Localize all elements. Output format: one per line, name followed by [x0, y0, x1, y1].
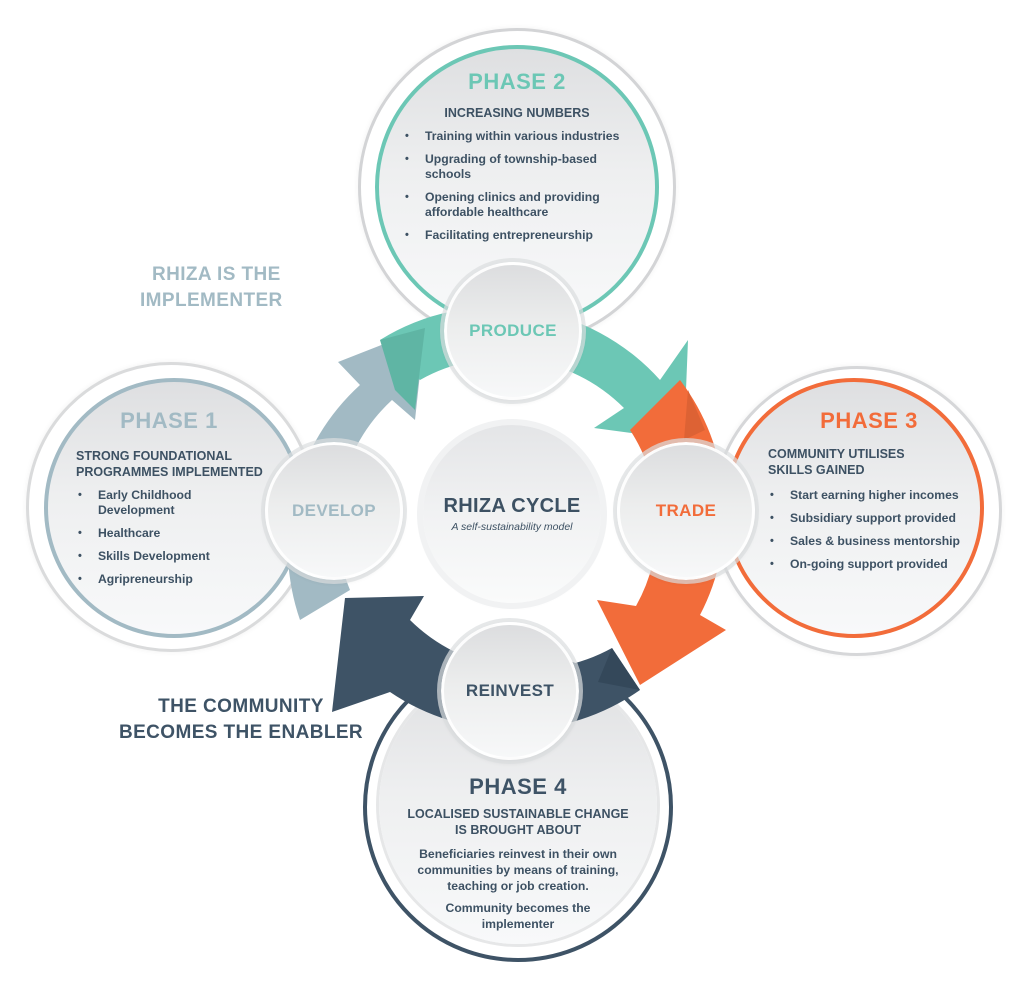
arrow-produce-shade: [380, 328, 425, 410]
phase2-list: Training within various industries Upgra…: [403, 129, 635, 243]
label-rhiza-implementer: RHIZA IS THE IMPLEMENTER: [140, 262, 320, 314]
phase1-title: PHASE 1: [120, 408, 218, 433]
phase4-subtitle-line: LOCALISED SUSTAINABLE CHANGE: [407, 807, 629, 821]
label-line: THE COMMUNITY: [158, 696, 324, 717]
center-title: RHIZA CYCLE: [443, 495, 581, 517]
list-item: Sales & business mentorship: [768, 534, 980, 549]
node-reinvest[interactable]: REINVEST: [441, 622, 579, 760]
phase1-subtitle: STRONG FOUNDATIONAL PROGRAMMES IMPLEMENT…: [76, 448, 300, 480]
phase3-subtitle-line: SKILLS GAINED: [768, 463, 865, 477]
phase2-subtitle: INCREASING NUMBERS: [444, 106, 590, 120]
phase2-title: PHASE 2: [468, 69, 566, 94]
label-line: BECOMES THE ENABLER: [118, 722, 364, 743]
center-circle: RHIZA CYCLE A self-sustainability model: [423, 425, 601, 603]
node-trade-label: TRADE: [655, 501, 717, 520]
phase4-paragraph: Beneficiaries reinvest in their own comm…: [417, 847, 619, 893]
node-develop-label: DEVELOP: [291, 501, 377, 520]
label-line: IMPLEMENTER: [140, 290, 283, 311]
phase3-circle: PHASE 3 COMMUNITY UTILISES SKILLS GAINED…: [724, 378, 984, 638]
arrow-reinvest-shade: [598, 648, 640, 690]
phase3-list: Start earning higher incomes Subsidiary …: [768, 488, 980, 572]
list-item: Early Childhood Development: [76, 488, 216, 518]
list-item: Skills Development: [76, 549, 216, 564]
node-develop[interactable]: DEVELOP: [265, 442, 403, 580]
node-produce[interactable]: PRODUCE: [444, 262, 582, 400]
phase1-circle: PHASE 1 STRONG FOUNDATIONAL PROGRAMMES I…: [44, 378, 304, 638]
node-reinvest-label: REINVEST: [465, 681, 555, 700]
phase4-paragraph: Community becomes the implementer: [445, 901, 591, 931]
label-community-enabler: THE COMMUNITY BECOMES THE ENABLER: [96, 694, 386, 746]
list-item: Upgrading of township-based schools: [403, 152, 635, 182]
phase4-subtitle-line: IS BROUGHT ABOUT: [455, 823, 581, 837]
phase1-list: Early Childhood Development Healthcare S…: [76, 488, 216, 587]
node-trade[interactable]: TRADE: [617, 442, 755, 580]
list-item: Healthcare: [76, 526, 216, 541]
node-produce-label: PRODUCE: [469, 321, 557, 340]
list-item: Agripreneurship: [76, 572, 216, 587]
label-line: RHIZA IS THE: [152, 264, 281, 285]
phase3-subtitle-line: COMMUNITY UTILISES: [768, 447, 905, 461]
phase4-content: PHASE 4 LOCALISED SUSTAINABLE CHANGE IS …: [367, 774, 669, 932]
list-item: Subsidiary support provided: [768, 511, 980, 526]
list-item: Opening clinics and providing affordable…: [403, 190, 635, 220]
center-subtitle: A self-sustainability model: [451, 521, 573, 533]
phase4-title: PHASE 4: [469, 774, 567, 799]
phase3-title: PHASE 3: [820, 408, 918, 433]
list-item: Facilitating entrepreneurship: [403, 228, 635, 243]
list-item: Training within various industries: [403, 129, 635, 144]
phase1-subtitle-line: PROGRAMMES IMPLEMENTED: [76, 465, 263, 479]
phase4-subtitle: LOCALISED SUSTAINABLE CHANGE IS BROUGHT …: [367, 806, 669, 838]
phase1-subtitle-line: STRONG FOUNDATIONAL: [76, 449, 233, 463]
phase3-subtitle: COMMUNITY UTILISES SKILLS GAINED: [768, 446, 980, 478]
list-item: On-going support provided: [768, 557, 980, 572]
arrow-trade-shade: [684, 390, 705, 440]
list-item: Start earning higher incomes: [768, 488, 980, 503]
